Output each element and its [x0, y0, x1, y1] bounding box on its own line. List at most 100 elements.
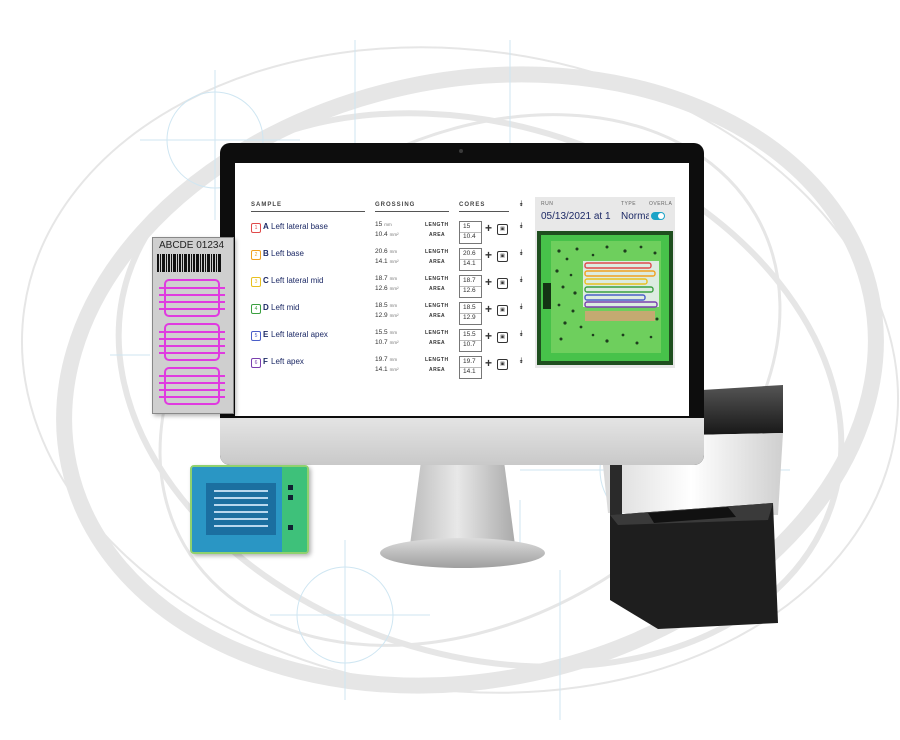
sample-name: Left mid — [271, 303, 300, 312]
image-icon[interactable]: ▣ — [497, 359, 508, 370]
header-rule — [375, 211, 449, 212]
length-unit: mm — [389, 330, 398, 335]
grossing-area: 10.4 — [375, 231, 388, 238]
plus-icon[interactable]: + — [485, 329, 493, 343]
header-rule — [251, 211, 365, 212]
area-label: AREA — [429, 259, 446, 265]
length-unit: mm — [389, 303, 398, 308]
image-icon[interactable]: ▣ — [497, 305, 508, 316]
length-label: LENGTH — [425, 357, 449, 363]
length-unit: mm — [389, 249, 398, 254]
sample-name: Left lateral base — [271, 222, 328, 231]
cassette-tissue-art — [159, 279, 225, 405]
run-select[interactable]: 05/13/2021 at 1 — [541, 211, 611, 222]
grossing-area: 12.6 — [375, 285, 388, 292]
tissue-scan-image — [537, 231, 673, 365]
image-icon[interactable]: ▣ — [497, 332, 508, 343]
camera-dot — [459, 149, 463, 153]
double-chevron-down-icon[interactable]: ⯯ — [519, 356, 524, 365]
plus-icon[interactable]: + — [485, 248, 493, 262]
header-cores: CORES — [459, 202, 486, 208]
image-icon[interactable]: ▣ — [497, 278, 508, 289]
run-label: RUN — [541, 201, 554, 207]
blue-cassette — [190, 465, 309, 554]
core-input[interactable]: 18.7 12.6 — [459, 275, 482, 298]
sample-number-badge: 2 — [251, 250, 261, 260]
grossing-length: 20.6 — [375, 248, 388, 255]
double-chevron-down-icon[interactable]: ⯯ — [519, 248, 524, 257]
area-label: AREA — [429, 313, 446, 319]
sample-name: Left base — [271, 249, 304, 258]
core-length: 20.6 — [463, 250, 476, 257]
core-input[interactable]: 18.5 12.9 — [459, 302, 482, 325]
length-label: LENGTH — [425, 303, 449, 309]
image-icon[interactable]: ▣ — [497, 224, 508, 235]
cassette-label: ABCDE 01234 — [152, 237, 234, 414]
sample-number-badge: 6 — [251, 358, 261, 368]
plus-icon[interactable]: + — [485, 302, 493, 316]
sample-letter: B — [263, 249, 269, 258]
sample-number-badge: 1 — [251, 223, 261, 233]
toggle-knob — [658, 213, 664, 219]
sample-letter: E — [263, 330, 269, 339]
sample-name: Left lateral apex — [271, 330, 328, 339]
barcode — [157, 254, 221, 272]
type-select[interactable]: Norma — [621, 211, 649, 222]
grossing-area: 14.1 — [375, 258, 388, 265]
core-input[interactable]: 15.5 10.7 — [459, 329, 482, 352]
area-label: AREA — [429, 367, 446, 373]
area-unit: mm² — [389, 367, 399, 372]
sample-number-badge: 3 — [251, 277, 261, 287]
plus-icon[interactable]: + — [485, 356, 493, 370]
sample-letter: A — [263, 222, 269, 231]
area-label: AREA — [429, 232, 446, 238]
area-label: AREA — [429, 286, 446, 292]
length-label: LENGTH — [425, 222, 449, 228]
sample-number-badge: 4 — [251, 304, 261, 314]
double-chevron-down-icon[interactable]: ⯯ — [519, 275, 524, 284]
plus-icon[interactable]: + — [485, 221, 493, 235]
image-icon[interactable]: ▣ — [497, 251, 508, 262]
length-label: LENGTH — [425, 249, 449, 255]
area-unit: mm² — [389, 340, 399, 345]
double-chevron-down-icon[interactable]: ⯯ — [519, 221, 524, 230]
double-chevron-down-icon[interactable]: ⯯ — [519, 199, 524, 208]
sample-letter: D — [263, 303, 269, 312]
plus-icon[interactable]: + — [485, 275, 493, 289]
monitor: SAMPLE GROSSING CORES ⯯ 1 A Left lateral… — [220, 143, 704, 465]
screen: SAMPLE GROSSING CORES ⯯ 1 A Left lateral… — [235, 163, 689, 416]
overlay-toggle[interactable] — [651, 212, 665, 220]
sample-number-badge: 5 — [251, 331, 261, 341]
sample-letter: C — [263, 276, 269, 285]
core-area: 12.9 — [463, 314, 476, 321]
run-panel: RUN TYPE OVERLA 05/13/2021 at 1 Norma — [535, 197, 675, 368]
double-chevron-down-icon[interactable]: ⯯ — [519, 329, 524, 338]
core-input[interactable]: 20.6 14.1 — [459, 248, 482, 271]
barcode-text: ABCDE 01234 — [159, 240, 225, 251]
double-chevron-down-icon[interactable]: ⯯ — [519, 302, 524, 311]
grossing-area: 12.9 — [375, 312, 388, 319]
area-unit: mm² — [389, 259, 399, 264]
sample-name: Left apex — [271, 357, 304, 366]
length-unit: mm — [389, 276, 398, 281]
monitor-base — [380, 538, 545, 568]
core-input[interactable]: 15 10.4 — [459, 221, 482, 244]
core-input[interactable]: 19.7 14.1 — [459, 356, 482, 379]
length-unit: mm — [384, 222, 392, 227]
sample-name: Left lateral mid — [271, 276, 324, 285]
grossing-length: 15.5 — [375, 329, 388, 336]
sample-letter: F — [263, 357, 268, 366]
area-label: AREA — [429, 340, 446, 346]
core-area: 10.7 — [463, 341, 476, 348]
core-length: 18.7 — [463, 277, 476, 284]
area-unit: mm² — [389, 286, 399, 291]
area-unit: mm² — [389, 313, 399, 318]
grossing-length: 15 — [375, 221, 383, 228]
type-label: TYPE — [621, 201, 637, 207]
